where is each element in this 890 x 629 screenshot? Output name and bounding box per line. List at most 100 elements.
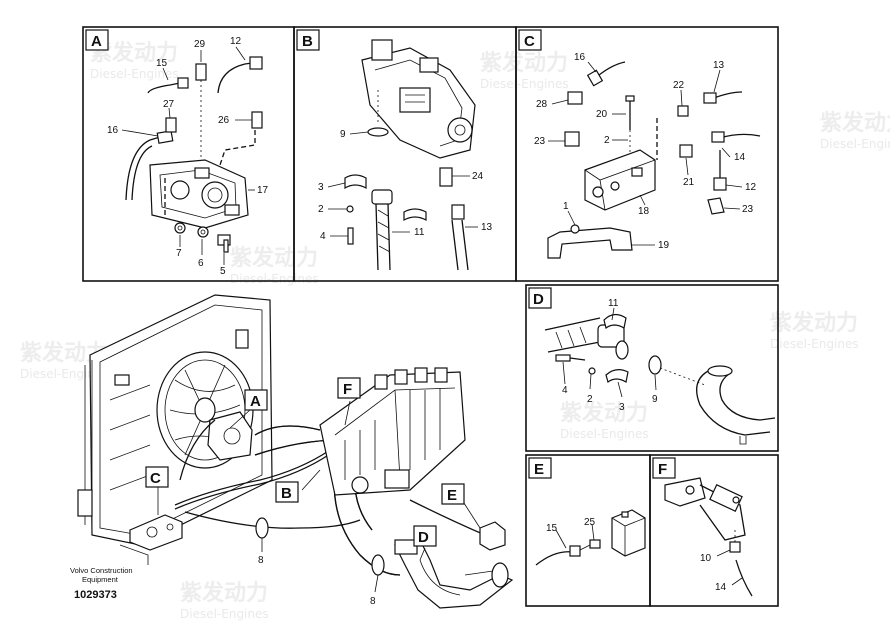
panel-c-drawing bbox=[547, 61, 761, 259]
callout: 8 bbox=[370, 596, 376, 607]
watermark-en: Diesel-Engines bbox=[770, 337, 859, 351]
watermark-en: Diesel-Engines bbox=[180, 607, 269, 621]
callout: 5 bbox=[220, 266, 226, 277]
overview-letter-f: F bbox=[337, 377, 361, 399]
callout: 14 bbox=[734, 152, 746, 163]
panel-letter-e: E bbox=[528, 457, 552, 479]
panel-c-frame bbox=[515, 26, 779, 282]
watermark-en: Diesel-Engines bbox=[820, 137, 890, 151]
callout: 9 bbox=[652, 394, 658, 405]
panel-letter-c: C bbox=[518, 29, 542, 51]
svg-text:E: E bbox=[534, 461, 544, 478]
watermark-en: Diesel-Engines bbox=[560, 427, 649, 441]
callout: 21 bbox=[683, 177, 695, 188]
watermark-layer: 紫发动力 Diesel-Engines 紫发动力 Diesel-Engines … bbox=[20, 40, 890, 621]
callout: 28 bbox=[536, 99, 548, 110]
callout: 6 bbox=[198, 258, 204, 269]
panel-letter-b: B bbox=[296, 29, 320, 51]
panel-a-callouts: 29 12 15 27 16 26 17 7 6 5 bbox=[107, 36, 269, 277]
panel-f-drawing bbox=[664, 477, 753, 597]
overview-letter-b: B bbox=[275, 481, 299, 503]
overview-letter-a: A bbox=[244, 389, 268, 411]
callout: 16 bbox=[107, 125, 119, 136]
callout: 3 bbox=[619, 402, 625, 413]
svg-text:B: B bbox=[302, 33, 313, 50]
panel-f-frame bbox=[649, 454, 779, 607]
callout: 14 bbox=[715, 582, 727, 593]
callout: 15 bbox=[156, 58, 168, 69]
panel-b-drawing bbox=[327, 39, 478, 271]
panel-e-callouts: 15 25 bbox=[546, 517, 596, 534]
callout: 1 bbox=[563, 201, 569, 212]
overview-letter-d: D bbox=[413, 525, 437, 547]
callout: 16 bbox=[574, 52, 586, 63]
panel-d-callouts: 11 4 2 3 9 bbox=[562, 298, 658, 413]
callout: 25 bbox=[584, 517, 596, 528]
watermark-cn: 紫发动力 bbox=[820, 110, 890, 136]
callout: 8 bbox=[258, 555, 264, 566]
callout: 9 bbox=[340, 129, 346, 140]
watermark-en: Diesel-Engines bbox=[230, 272, 319, 286]
callout: 11 bbox=[608, 298, 619, 309]
overview-letter-c: C bbox=[145, 466, 169, 488]
svg-text:A: A bbox=[91, 33, 102, 50]
watermark-cn: 紫发动力 bbox=[560, 400, 648, 426]
panel-c-callouts: 16 13 28 22 20 23 2 14 21 12 1 18 23 19 bbox=[534, 52, 757, 251]
drawing-id: 1029373 bbox=[74, 589, 117, 601]
panel-letter-a: A bbox=[85, 29, 109, 51]
callout: 3 bbox=[318, 182, 324, 193]
brand-line-2: Equipment bbox=[82, 575, 119, 584]
panel-e-drawing bbox=[535, 509, 646, 566]
watermark-en: Diesel-Engines bbox=[480, 77, 569, 91]
svg-text:F: F bbox=[343, 381, 352, 398]
callout: 24 bbox=[472, 171, 484, 182]
callout: 29 bbox=[194, 39, 206, 50]
callout: 12 bbox=[745, 182, 757, 193]
panel-b-callouts: 9 24 3 2 4 11 13 bbox=[318, 129, 493, 242]
panel-d-frame bbox=[525, 284, 779, 452]
callout: 10 bbox=[700, 553, 712, 564]
callout: 13 bbox=[713, 60, 725, 71]
callout: 26 bbox=[218, 115, 230, 126]
callout: 18 bbox=[638, 206, 650, 217]
watermark-cn: 紫发动力 bbox=[180, 580, 268, 606]
callout: 23 bbox=[742, 204, 754, 215]
overview-machine-drawing bbox=[77, 294, 514, 609]
svg-text:E: E bbox=[447, 487, 457, 504]
callout: 2 bbox=[318, 204, 324, 215]
svg-text:D: D bbox=[533, 291, 544, 308]
watermark-cn: 紫发动力 bbox=[480, 50, 568, 76]
svg-text:C: C bbox=[524, 33, 535, 50]
watermark-cn: 紫发动力 bbox=[230, 245, 318, 271]
callout: 27 bbox=[163, 99, 175, 110]
callout: 15 bbox=[546, 523, 558, 534]
svg-text:C: C bbox=[150, 470, 161, 487]
callout: 4 bbox=[320, 231, 326, 242]
callout: 4 bbox=[562, 385, 568, 396]
svg-text:D: D bbox=[418, 529, 429, 546]
panel-f-callouts: 10 14 bbox=[700, 553, 727, 593]
callout: 23 bbox=[534, 136, 546, 147]
callout: 12 bbox=[230, 36, 242, 47]
watermark-en: Diesel-Engines bbox=[90, 67, 179, 81]
svg-text:A: A bbox=[250, 393, 261, 410]
callout: 17 bbox=[257, 185, 269, 196]
callout: 2 bbox=[604, 135, 610, 146]
callout: 7 bbox=[176, 248, 182, 259]
callout: 22 bbox=[673, 80, 685, 91]
callout: 2 bbox=[587, 394, 593, 405]
overview-callouts: 8 8 bbox=[258, 555, 376, 607]
overview-letter-e: E bbox=[441, 483, 465, 505]
panel-letter-f: F bbox=[652, 457, 676, 479]
callout: 13 bbox=[481, 222, 493, 233]
callout: 20 bbox=[596, 109, 608, 120]
footer-brand: Volvo Construction Equipment 1029373 bbox=[70, 566, 133, 601]
watermark-cn: 紫发动力 bbox=[770, 310, 858, 336]
panel-d-drawing bbox=[544, 307, 776, 445]
panel-a-drawing bbox=[121, 46, 263, 265]
brand-line-1: Volvo Construction bbox=[70, 566, 133, 575]
callout: 11 bbox=[414, 227, 425, 238]
watermark-en: Diesel-Engines bbox=[20, 367, 109, 381]
callout: 19 bbox=[658, 240, 670, 251]
